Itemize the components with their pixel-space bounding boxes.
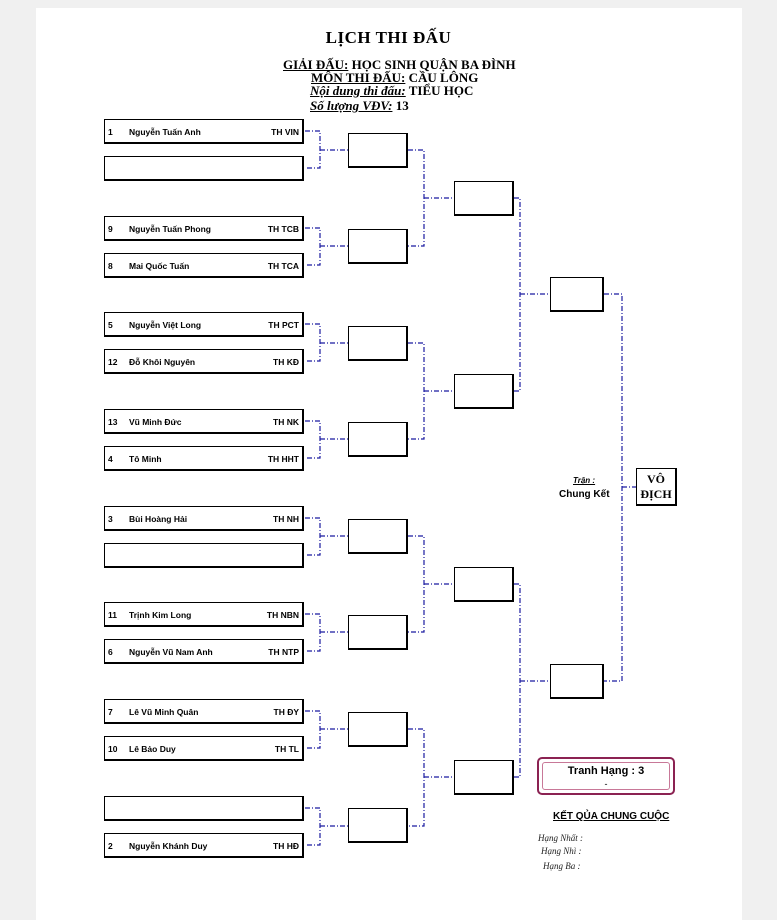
category-line: Nội dung thi đấu: TIỂU HỌC bbox=[310, 83, 473, 99]
player-slot-empty bbox=[104, 156, 304, 181]
match-box-r2 bbox=[348, 422, 408, 457]
match-box-r3 bbox=[454, 181, 514, 216]
match-box-r2 bbox=[348, 712, 408, 747]
player-seed: 11 bbox=[108, 610, 117, 620]
match-box-r3 bbox=[454, 760, 514, 795]
player-slot: 4 Tô Minh TH HHT bbox=[104, 446, 304, 471]
rank-second-label: Hạng Nhì : bbox=[541, 846, 582, 856]
third-place-value: - bbox=[604, 779, 608, 789]
player-slot: 13 Vũ Minh Đức TH NK bbox=[104, 409, 304, 434]
player-slot: 2 Nguyễn Khánh Duy TH HĐ bbox=[104, 833, 304, 858]
player-seed: 4 bbox=[108, 454, 113, 464]
player-seed: 9 bbox=[108, 224, 113, 234]
page-title: LỊCH THI ĐẤU bbox=[325, 28, 452, 47]
match-box-r2 bbox=[348, 326, 408, 361]
player-seed: 2 bbox=[108, 841, 113, 851]
player-name: Nguyễn Vũ Nam Anh bbox=[129, 647, 213, 657]
player-team: TH TCA bbox=[267, 261, 299, 271]
player-team: TH ĐY bbox=[273, 707, 300, 717]
player-slot: 5 Nguyễn Việt Long TH PCT bbox=[104, 312, 304, 337]
player-team: TH NH bbox=[273, 514, 299, 524]
player-seed: 6 bbox=[108, 647, 113, 657]
player-slot: 10 Lê Bảo Duy TH TL bbox=[104, 736, 304, 761]
tournament-label: GIẢI ĐẤU: bbox=[283, 57, 349, 72]
player-name: Đỗ Khôi Nguyên bbox=[129, 357, 196, 367]
player-team: TH TCB bbox=[267, 224, 299, 234]
player-name: Vũ Minh Đức bbox=[129, 417, 182, 427]
player-seed: 8 bbox=[108, 261, 113, 271]
count-line: Số lượng VĐV: 13 bbox=[310, 98, 409, 114]
player-seed: 10 bbox=[108, 744, 118, 754]
player-team: TH TL bbox=[274, 744, 299, 754]
champion-box: VÔ ĐỊCH bbox=[636, 468, 677, 506]
player-slot: 3 Bùi Hoàng Hải TH NH bbox=[104, 506, 304, 531]
player-slot: 1 Nguyễn Tuấn Anh TH VIN bbox=[104, 119, 304, 144]
match-box-semifinal bbox=[550, 277, 604, 312]
champion-line-2: ĐỊCH bbox=[640, 487, 672, 501]
third-place-label: Tranh Hạng : 3 bbox=[567, 765, 645, 777]
sport-label: MÔN THI ĐẤU: bbox=[311, 70, 406, 85]
player-name: Trịnh Kim Long bbox=[129, 610, 192, 620]
match-box-r2 bbox=[348, 615, 408, 650]
champion-line-1: VÔ bbox=[647, 472, 665, 486]
player-team: TH NBN bbox=[266, 610, 299, 620]
match-box-r3 bbox=[454, 374, 514, 409]
player-seed: 1 bbox=[108, 127, 113, 137]
count-value: 13 bbox=[395, 98, 409, 113]
player-name: Tô Minh bbox=[129, 454, 162, 464]
player-name: Lê Vũ Minh Quân bbox=[129, 707, 199, 717]
player-team: TH NK bbox=[273, 417, 299, 427]
player-team: TH NTP bbox=[268, 647, 299, 657]
player-slot: 6 Nguyễn Vũ Nam Anh TH NTP bbox=[104, 639, 304, 664]
rank-third-label: Hạng Ba : bbox=[543, 861, 581, 871]
tournament-value: HỌC SINH QUẬN BA ĐÌNH bbox=[351, 57, 516, 72]
player-name: Nguyễn Tuấn Anh bbox=[129, 127, 201, 137]
sport-line: MÔN THI ĐẤU: CẦU LÔNG bbox=[311, 70, 478, 86]
rank-first-label: Hạng Nhất : bbox=[538, 833, 583, 843]
final-match-name: Chung Kết bbox=[559, 489, 610, 500]
player-seed: 3 bbox=[108, 514, 113, 524]
sport-value: CẦU LÔNG bbox=[408, 70, 479, 85]
third-place-inner-border bbox=[542, 762, 670, 790]
player-slot: 12 Đỗ Khôi Nguyên TH KĐ bbox=[104, 349, 304, 374]
player-seed: 12 bbox=[108, 357, 118, 367]
match-box-r2 bbox=[348, 229, 408, 264]
tournament-line: GIẢI ĐẤU: HỌC SINH QUẬN BA ĐÌNH bbox=[283, 57, 516, 73]
final-match-label: Trận : bbox=[573, 476, 596, 485]
player-slot-empty bbox=[104, 543, 304, 568]
player-team: TH HHT bbox=[267, 454, 299, 464]
player-team: TH VIN bbox=[271, 127, 299, 137]
player-slot: 8 Mai Quốc Tuấn TH TCA bbox=[104, 253, 304, 278]
category-value: TIỂU HỌC bbox=[408, 83, 474, 98]
count-label: Số lượng VĐV: bbox=[310, 98, 393, 113]
player-seed: 7 bbox=[108, 707, 113, 717]
player-name: Nguyễn Việt Long bbox=[129, 320, 202, 330]
player-team: TH KĐ bbox=[273, 357, 299, 367]
player-team: TH PCT bbox=[268, 320, 299, 330]
player-name: Mai Quốc Tuấn bbox=[129, 261, 190, 271]
player-seed: 13 bbox=[108, 417, 118, 427]
player-seed: 5 bbox=[108, 320, 113, 330]
player-name: Nguyễn Khánh Duy bbox=[129, 841, 208, 851]
match-box-r2 bbox=[348, 519, 408, 554]
player-team: TH HĐ bbox=[273, 841, 299, 851]
player-slot: 11 Trịnh Kim Long TH NBN bbox=[104, 602, 304, 627]
match-box-r2 bbox=[348, 133, 408, 168]
category-label: Nội dung thi đấu: bbox=[310, 83, 406, 98]
match-box-r3 bbox=[454, 567, 514, 602]
player-slot: 7 Lê Vũ Minh Quân TH ĐY bbox=[104, 699, 304, 724]
player-name: Lê Bảo Duy bbox=[129, 744, 176, 754]
results-title: KẾT QỦA CHUNG CUỘC bbox=[553, 811, 670, 822]
player-name: Bùi Hoàng Hải bbox=[129, 514, 188, 524]
player-slot-empty bbox=[104, 796, 304, 821]
match-box-semifinal bbox=[550, 664, 604, 699]
third-place-box: Tranh Hạng : 3 - bbox=[537, 757, 675, 795]
player-slot: 9 Nguyễn Tuấn Phong TH TCB bbox=[104, 216, 304, 241]
player-name: Nguyễn Tuấn Phong bbox=[129, 224, 212, 234]
match-box-r2 bbox=[348, 808, 408, 843]
